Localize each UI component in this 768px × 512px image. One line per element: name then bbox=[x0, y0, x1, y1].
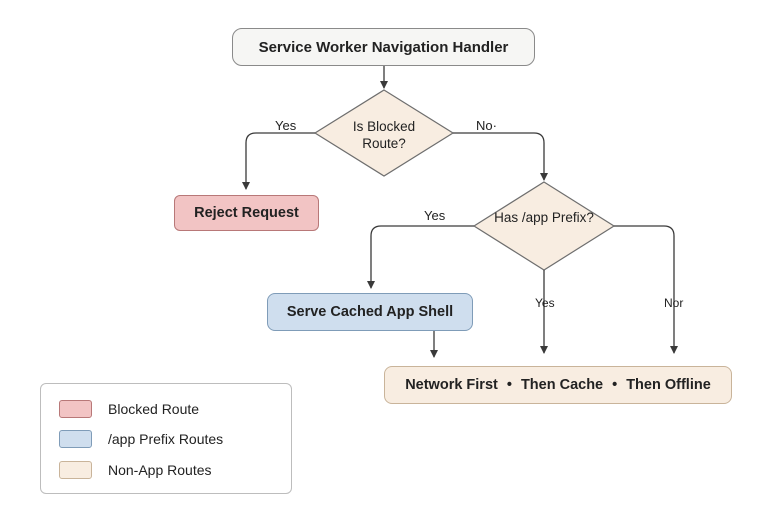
legend-item-non-app-routes: Non-App Routes bbox=[59, 461, 212, 479]
decision-blocked-label: Is Blocked Route? bbox=[352, 119, 416, 151]
network-strategy-node: Network First • Then Cache • Then Offlin… bbox=[384, 366, 732, 404]
connector-blocked-no bbox=[453, 132, 548, 181]
edge-label-blocked-no: No· bbox=[476, 118, 497, 133]
network-first-label: Network First bbox=[405, 377, 498, 393]
legend: Blocked Route /app Prefix Routes Non-App… bbox=[40, 383, 292, 494]
legend-label: Non-App Routes bbox=[108, 462, 212, 478]
legend-label: Blocked Route bbox=[108, 401, 200, 417]
edge-label-prefix-yes-down: Yes bbox=[535, 296, 555, 310]
edge-label-prefix-right: Nor bbox=[664, 296, 684, 310]
start-node: Service Worker Navigation Handler bbox=[232, 28, 535, 66]
serve-cached-app-shell-label: Serve Cached App Shell bbox=[286, 304, 454, 320]
decision-app-prefix-label: Has /app Prefix? bbox=[494, 210, 594, 225]
decision-diamond-blocked bbox=[313, 89, 455, 177]
legend-item-app-prefix-routes: /app Prefix Routes bbox=[59, 430, 223, 448]
edge-label-prefix-yes-left: Yes bbox=[424, 208, 446, 223]
legend-item-blocked-route: Blocked Route bbox=[59, 400, 199, 418]
connector-prefix-yes-left bbox=[367, 225, 474, 289]
then-cache-label: Then Cache bbox=[520, 377, 604, 393]
reject-request-label: Reject Request bbox=[194, 205, 299, 221]
then-offline-label: Then Offline bbox=[626, 377, 711, 393]
legend-label: /app Prefix Routes bbox=[108, 431, 224, 447]
reject-request-node: Reject Request bbox=[174, 195, 319, 231]
connector-prefix-right bbox=[614, 225, 678, 354]
separator-dot: • bbox=[506, 377, 512, 393]
separator-dot: • bbox=[612, 377, 618, 393]
legend-swatch bbox=[59, 461, 92, 479]
edge-label-blocked-yes: Yes bbox=[275, 118, 297, 133]
decision-diamond-app-prefix bbox=[472, 181, 616, 271]
connector-blocked-yes bbox=[242, 132, 315, 190]
start-node-label: Service Worker Navigation Handler bbox=[258, 38, 509, 56]
serve-cached-app-shell-node: Serve Cached App Shell bbox=[267, 293, 473, 331]
legend-swatch bbox=[59, 430, 92, 448]
legend-swatch bbox=[59, 400, 92, 418]
